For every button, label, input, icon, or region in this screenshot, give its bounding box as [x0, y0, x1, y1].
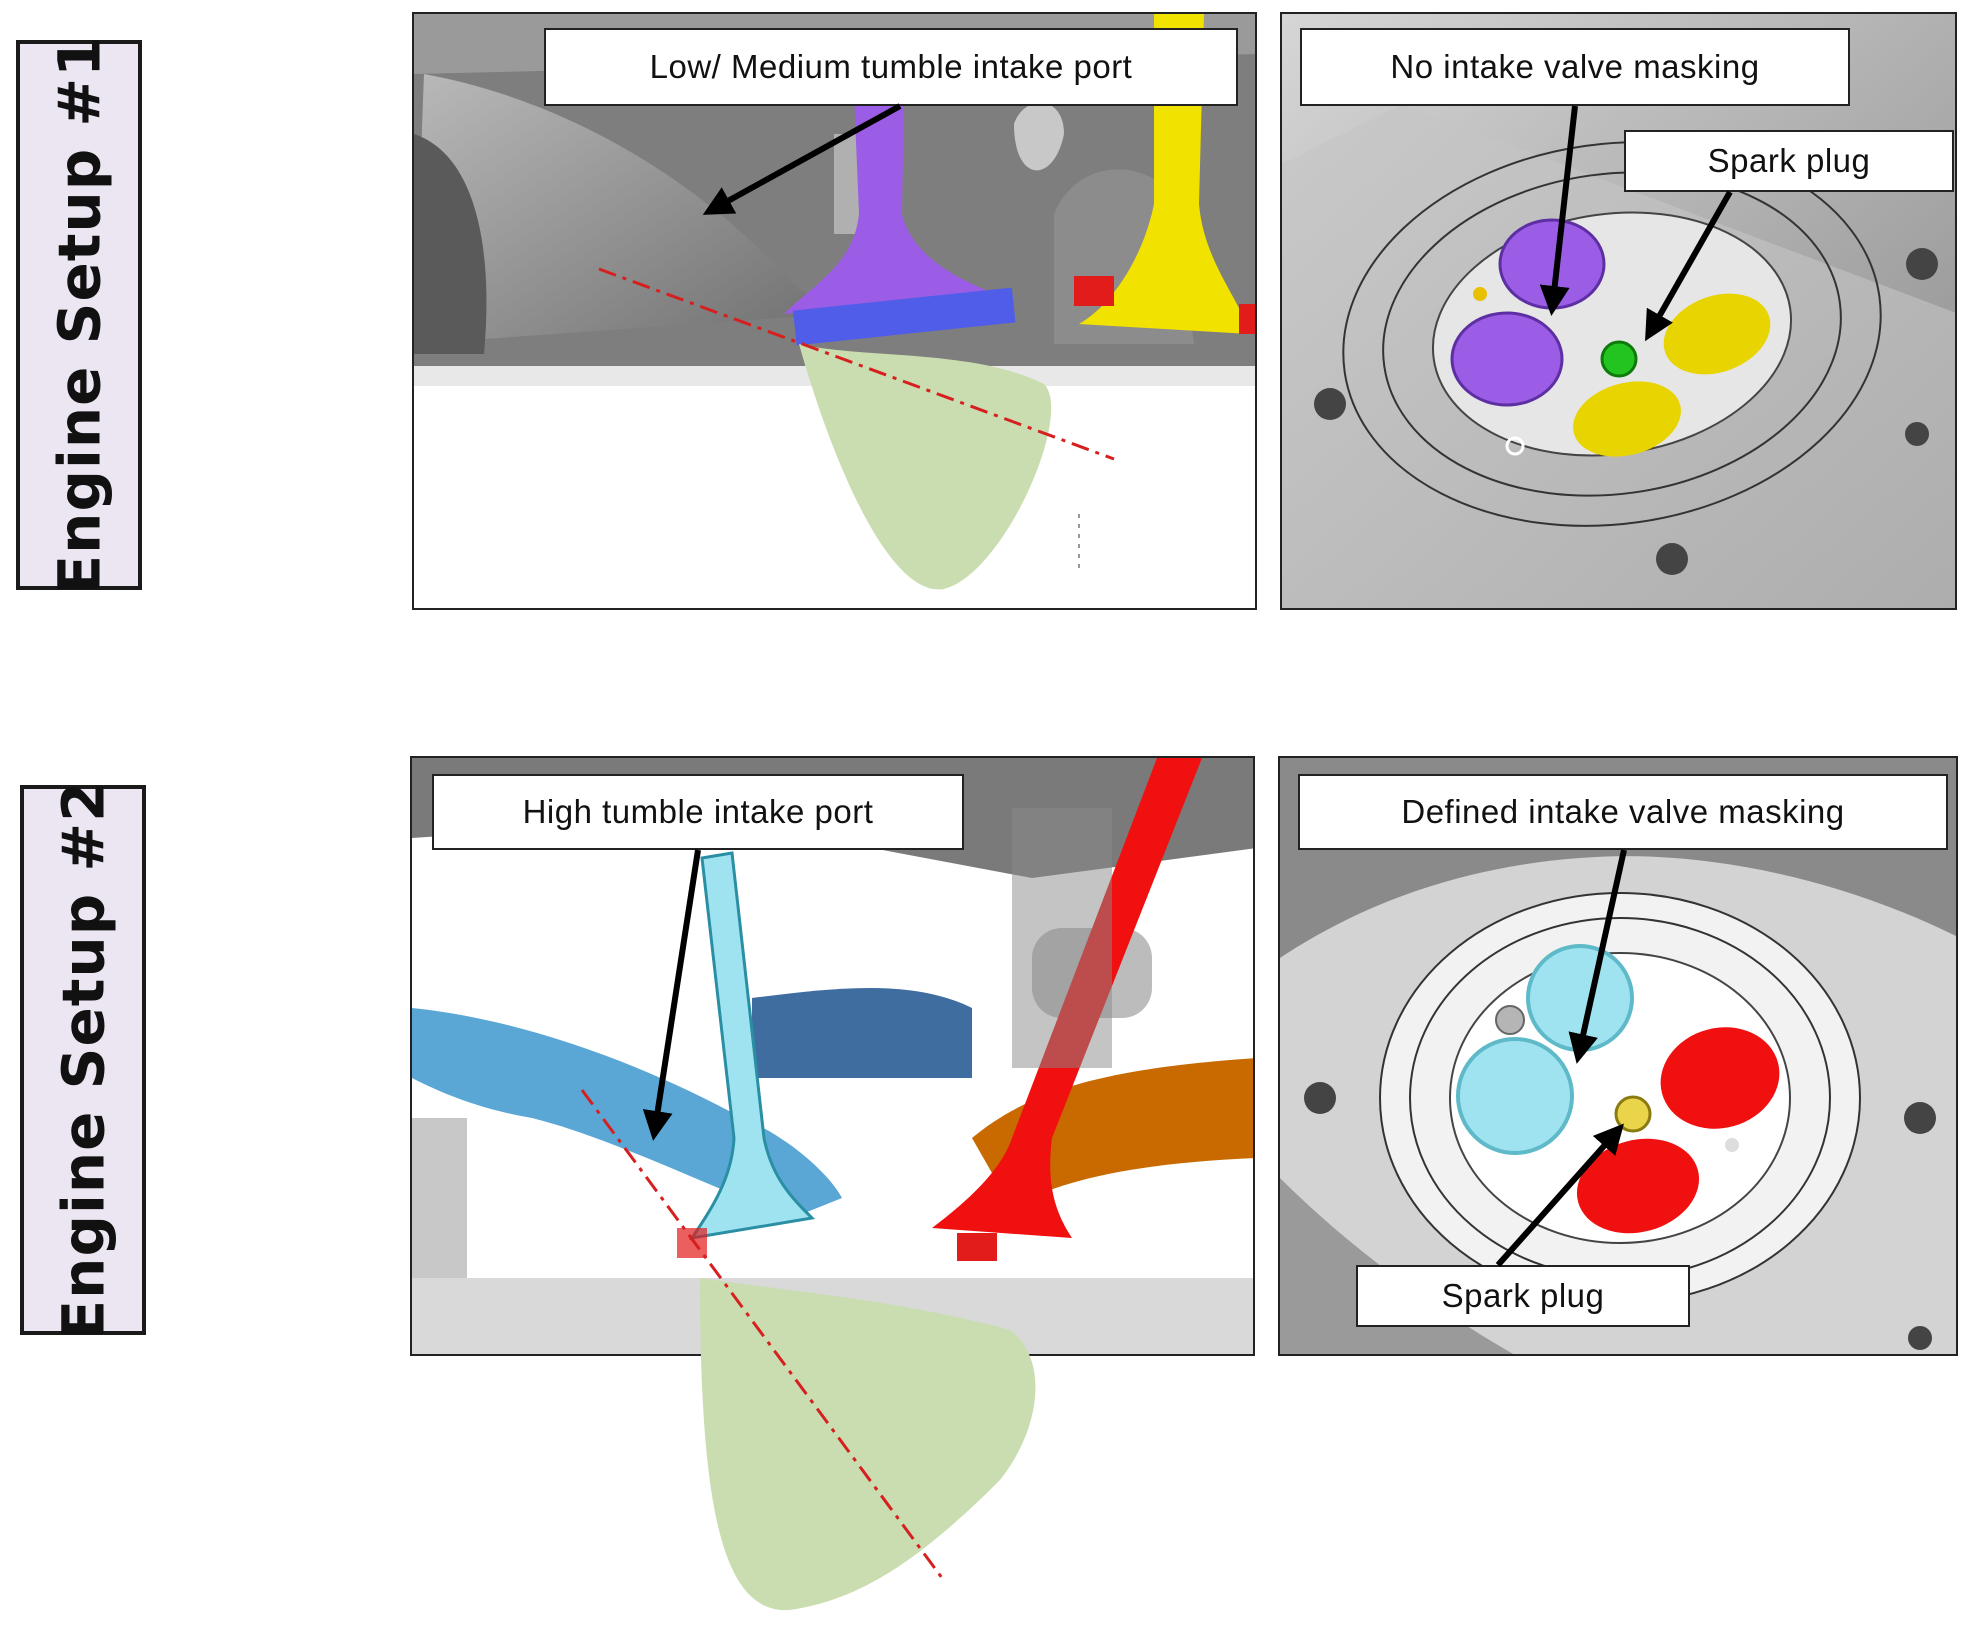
setup-1-spark-callout: Spark plug: [1624, 130, 1954, 192]
setup-1-label: Engine Setup #1: [16, 36, 142, 594]
setup-1-chamber-view: [1280, 12, 1957, 610]
setup-1-spray-axis: [598, 267, 1115, 461]
setup-2-port-callout: High tumble intake port: [432, 774, 964, 850]
setup-1-spray-plume: [799, 344, 1052, 590]
setup-1-label-text: Engine Setup #1: [45, 35, 114, 595]
setup-2-spark-plug: [1614, 1095, 1652, 1133]
setup-2-masking-callout: Defined intake valve masking: [1298, 774, 1948, 850]
setup-1-intake-valves: [1450, 218, 1606, 407]
setup-2-label-text: Engine Setup #2: [49, 780, 118, 1340]
setup-2-port-section: [410, 756, 1255, 1356]
setup-1-exhaust-valve: [1079, 14, 1249, 334]
setup-1-spark-plug: [1600, 340, 1638, 378]
setup-2-spark-callout: Spark plug: [1356, 1265, 1690, 1327]
setup-1-masking-callout: No intake valve masking: [1300, 28, 1850, 106]
setup-2-label: Engine Setup #2: [20, 781, 146, 1339]
setup-1-port-callout: Low/ Medium tumble intake port: [544, 28, 1238, 106]
